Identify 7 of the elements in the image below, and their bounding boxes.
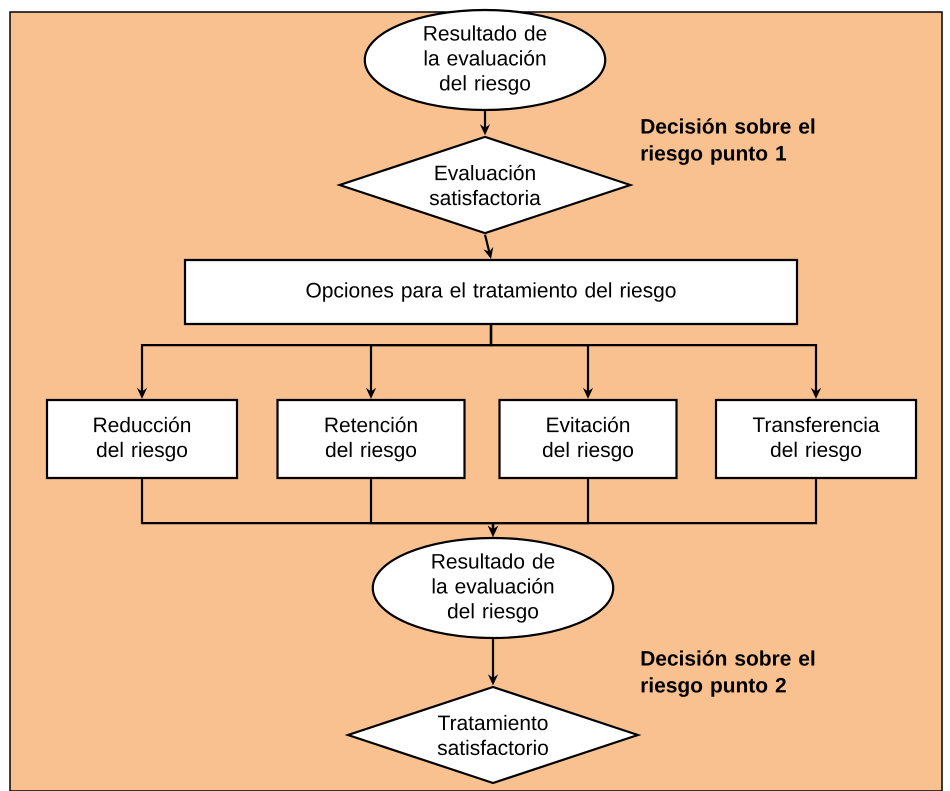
note-text: Decisión sobre el riesgo punto 1 [642,118,814,165]
process-box: Evitación del riesgo [498,398,678,480]
process-box: Opciones para el tratamiento del riesgo [184,258,798,326]
process-box: Reducción del riesgo [46,398,238,480]
note-text: Decisión sobre el riesgo punto 2 [642,650,814,697]
process-box: Transferencia del riesgo [714,398,918,480]
process-box: Retención del riesgo [276,398,466,480]
